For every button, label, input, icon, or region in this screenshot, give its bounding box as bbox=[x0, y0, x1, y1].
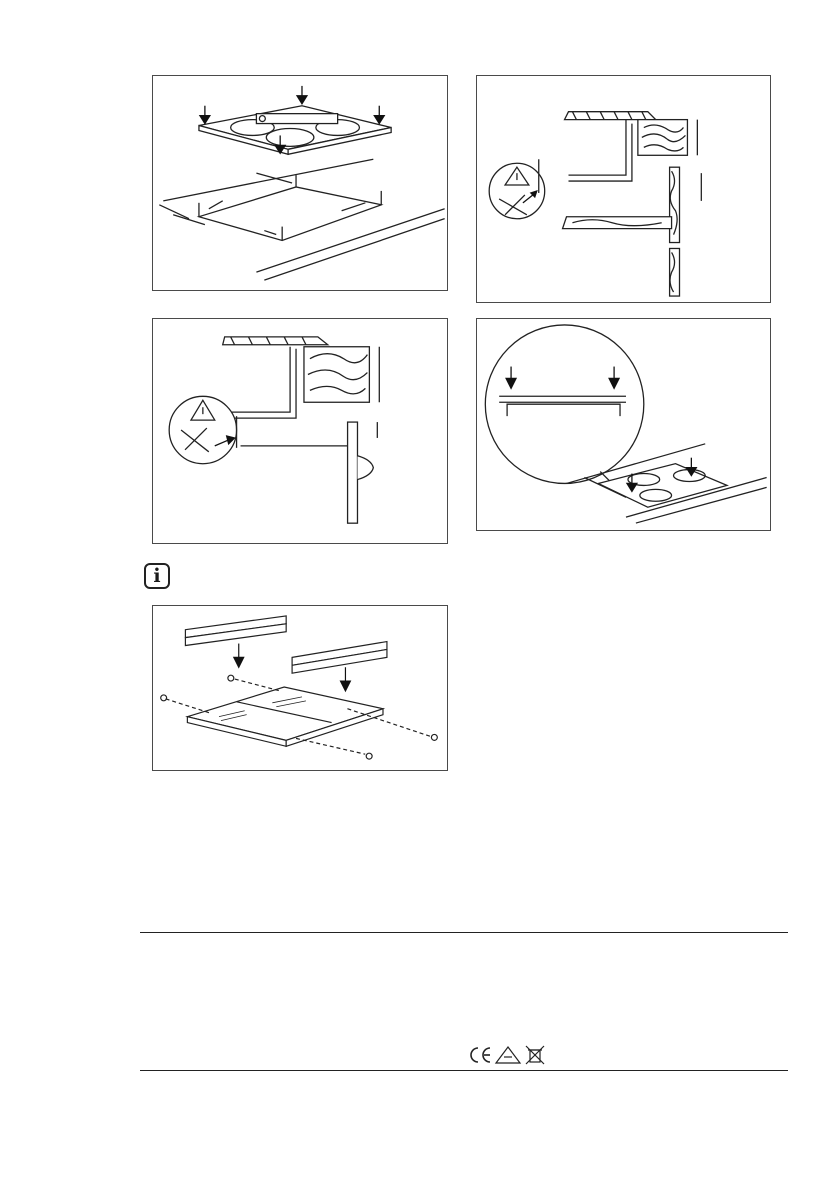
info-icon: i bbox=[144, 563, 170, 589]
ce-mark-icon bbox=[471, 1048, 490, 1062]
weee-bin-icon bbox=[526, 1046, 544, 1064]
vde-mark-icon bbox=[496, 1047, 520, 1063]
hob-installation-cutout-drawing bbox=[153, 76, 447, 290]
worktop-side-section-warning-drawing bbox=[477, 76, 770, 302]
hob-lowering-figure bbox=[476, 318, 771, 531]
certification-marks bbox=[466, 1044, 552, 1066]
separator-rule-top bbox=[140, 932, 788, 933]
mounting-frame-assembly-drawing bbox=[153, 606, 447, 770]
oven-below-worktop-warning-drawing bbox=[153, 319, 447, 543]
hob-installation-figure bbox=[152, 75, 448, 291]
hob-lowering-detail-drawing bbox=[477, 319, 770, 530]
separator-rule-bottom bbox=[140, 1070, 788, 1071]
worktop-side-section-figure bbox=[476, 75, 771, 303]
oven-below-worktop-figure bbox=[152, 318, 448, 544]
mounting-frame-assembly-figure bbox=[152, 605, 448, 771]
